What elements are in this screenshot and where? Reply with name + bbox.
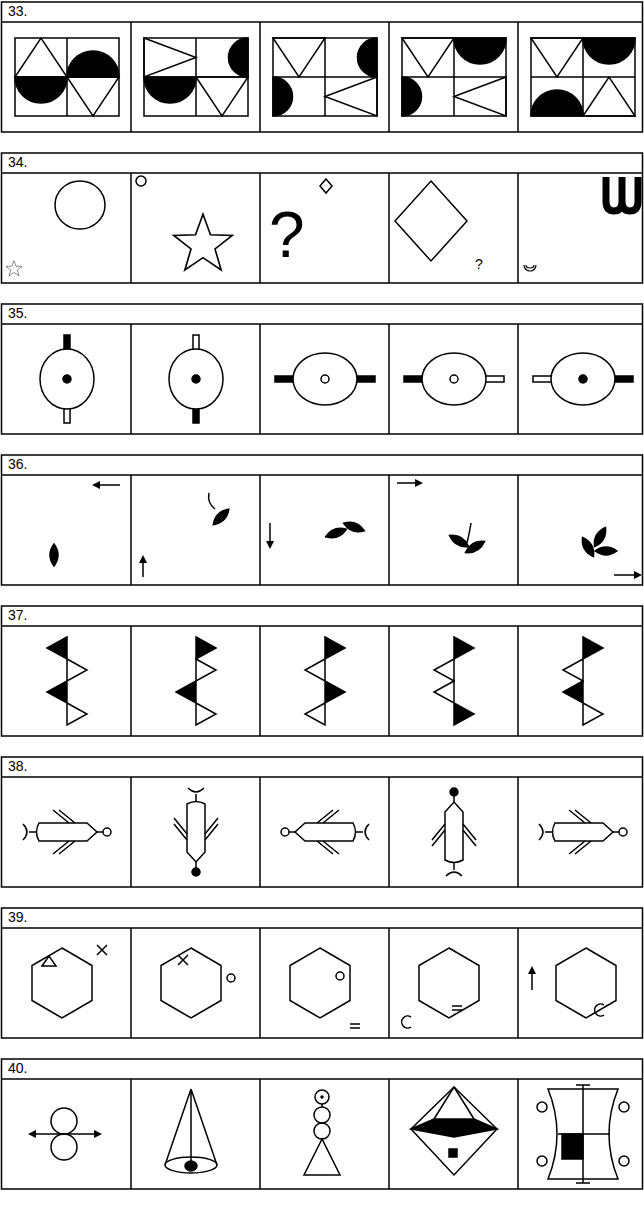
leaf-figures [50,483,640,577]
hexagon-figures [32,945,616,1028]
question-number: 35. [8,306,27,320]
question-number: 40. [8,1061,27,1075]
bug-figures [23,788,627,876]
shape-figures [6,176,638,276]
grid-figures [15,38,635,116]
composite-figures [30,1085,629,1183]
flag-figures [47,637,603,725]
question-number: 37. [8,608,27,622]
question-number: 38. [8,759,27,773]
question-number: 36. [8,457,27,471]
question-mark: ? [269,203,305,267]
ring-figures [40,335,633,423]
row-frames [2,2,643,1189]
question-number: 39. [8,910,27,924]
question-mark: ? [475,257,483,271]
question-number: 33. [8,4,27,18]
question-number: 34. [8,155,27,169]
